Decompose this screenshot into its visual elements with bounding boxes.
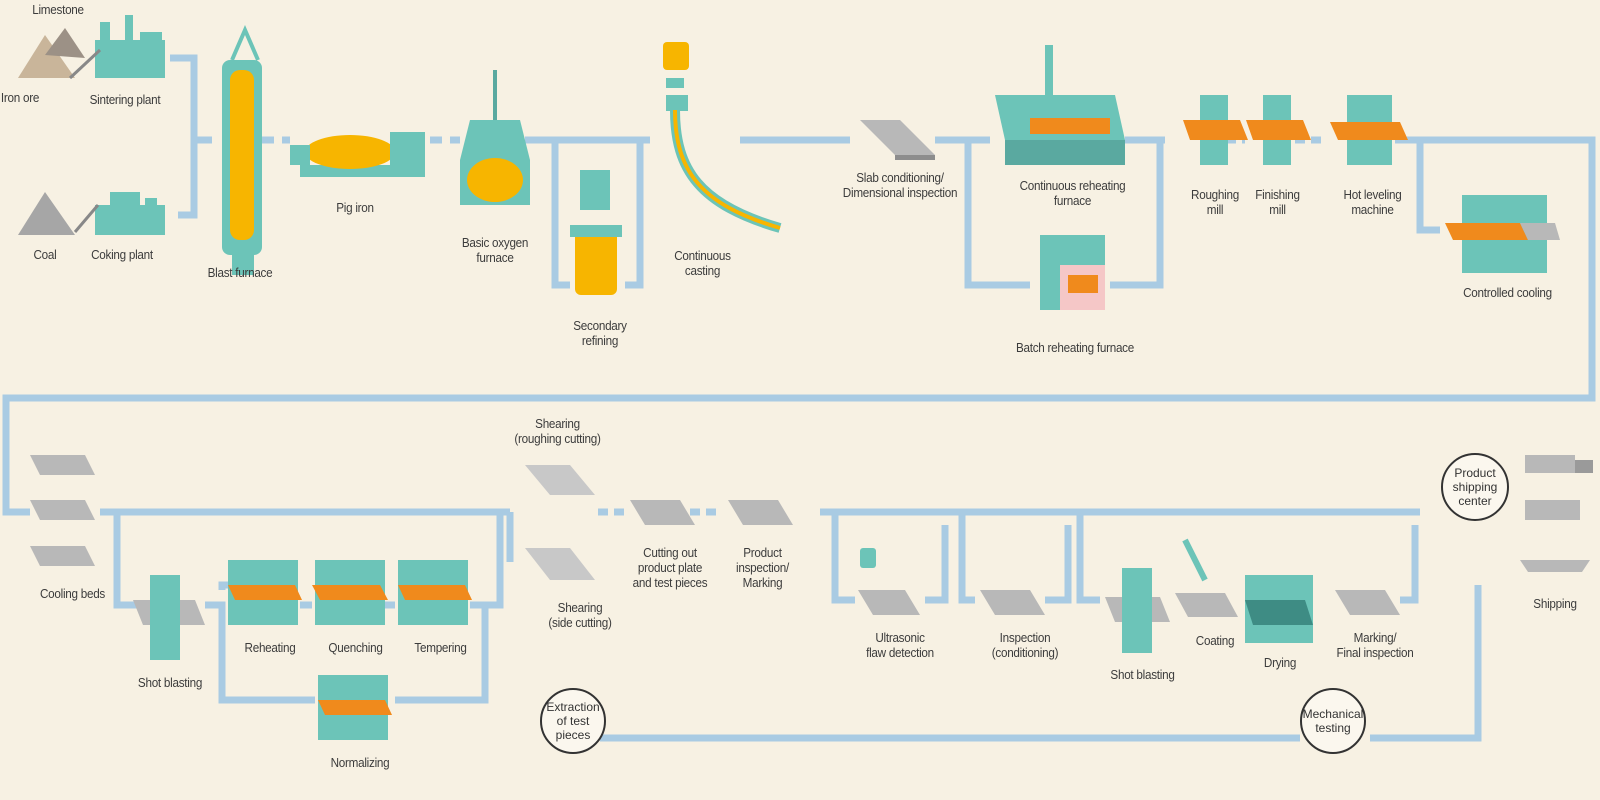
slab-icon <box>860 120 935 160</box>
shearing-side-label: Shearing (side cutting) <box>548 600 612 630</box>
quenching-unit-icon <box>312 560 388 625</box>
coating-nozzle-icon <box>1175 538 1238 617</box>
coating-label: Coating <box>1195 633 1235 648</box>
secondary-refining-icon <box>570 170 622 295</box>
continuous-casting-icon <box>663 42 782 233</box>
shot-blasting-1-icon <box>133 575 205 660</box>
cutting-out-label: Cutting out product plate and test piece… <box>632 545 708 590</box>
limestone-iron-ore-piles <box>18 28 85 78</box>
continuous-reheating-furnace-label: Continuous reheating furnace <box>1019 178 1126 208</box>
slab-conditioning-label: Slab conditioning/ Dimensional inspectio… <box>842 170 958 200</box>
product-shipping-center-node: Product shipping center <box>1441 453 1509 521</box>
iron-ore-label: Iron ore <box>0 90 40 105</box>
coal-pile <box>18 192 75 235</box>
reheating-label: Reheating <box>244 640 296 655</box>
normalizing-furnace-icon <box>318 675 392 740</box>
limestone-label: Limestone <box>32 2 84 17</box>
inspection-plate-icon <box>728 500 793 525</box>
ultrasonic-label: Ultrasonic flaw detection <box>866 630 934 660</box>
shot-blasting-2-icon <box>1105 568 1170 653</box>
flow-lines <box>2 54 1596 742</box>
hot-leveling-machine-icon <box>1330 95 1408 165</box>
secondary-refining-label: Secondary refining <box>573 318 627 348</box>
ultrasonic-detector-icon <box>858 548 920 615</box>
cutting-plate-icon <box>630 500 695 525</box>
roughing-mill-label: Roughing mill <box>1191 187 1239 217</box>
extraction-test-pieces-node: Extraction of test pieces <box>540 688 606 754</box>
shot-blasting-2-label: Shot blasting <box>1110 667 1175 682</box>
shot-blasting-1-label: Shot blasting <box>137 675 203 690</box>
shipping-vehicles-icon <box>1520 455 1593 572</box>
mechanical-testing-node: Mechanical testing <box>1300 688 1366 754</box>
conditioning-plate-icon <box>980 590 1045 615</box>
tempering-furnace-icon <box>398 560 472 625</box>
finishing-mill-icon <box>1246 95 1311 165</box>
reheating-furnace-icon <box>228 560 302 625</box>
controlled-cooling-label: Controlled cooling <box>1463 285 1552 300</box>
inspection-conditioning-label: Inspection (conditioning) <box>991 630 1059 660</box>
tempering-label: Tempering <box>414 640 467 655</box>
drying-label: Drying <box>1263 655 1297 670</box>
blast-furnace-label: Blast furnace <box>207 265 273 280</box>
shipping-label: Shipping <box>1533 596 1577 611</box>
sintering-plant-icon <box>68 15 165 80</box>
cooling-beds-label: Cooling beds <box>39 586 106 601</box>
coal-label: Coal <box>33 247 57 262</box>
product-inspection-label: Product inspection/ Marking <box>736 545 789 590</box>
continuous-casting-label: Continuous casting <box>674 248 731 278</box>
normalizing-label: Normalizing <box>330 755 390 770</box>
finishing-mill-label: Finishing mill <box>1255 187 1300 217</box>
marking-plate-icon <box>1335 590 1400 615</box>
cooling-beds-icon <box>30 455 95 566</box>
coking-plant-icon <box>73 192 165 235</box>
hot-leveling-machine-label: Hot leveling machine <box>1343 187 1402 217</box>
quenching-label: Quenching <box>328 640 383 655</box>
coking-plant-label: Coking plant <box>91 247 153 262</box>
shearing-roughing-label: Shearing (roughing cutting) <box>514 416 601 446</box>
drying-unit-icon <box>1245 575 1313 643</box>
controlled-cooling-icon <box>1445 195 1560 273</box>
marking-final-label: Marking/ Final inspection <box>1336 630 1414 660</box>
blast-furnace-icon <box>222 24 262 275</box>
pig-iron-label: Pig iron <box>336 200 374 215</box>
shearing-plates-icon <box>525 465 595 580</box>
batch-reheating-furnace-label: Batch reheating furnace <box>1015 340 1135 355</box>
torpedo-car-icon <box>290 132 425 177</box>
sintering-plant-label: Sintering plant <box>89 92 161 107</box>
continuous-reheating-furnace-icon <box>995 45 1125 165</box>
basic-oxygen-furnace-icon <box>460 70 530 205</box>
roughing-mill-icon <box>1183 95 1248 165</box>
basic-oxygen-furnace-label: Basic oxygen furnace <box>461 235 529 265</box>
batch-reheating-furnace-icon <box>1040 235 1105 310</box>
